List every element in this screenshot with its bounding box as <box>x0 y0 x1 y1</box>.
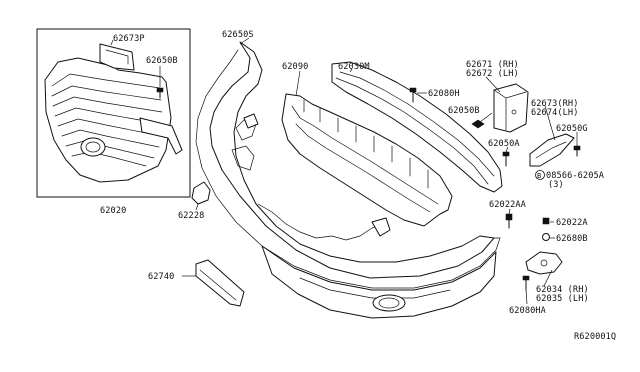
label-62680B: 62680B <box>556 234 588 244</box>
lower-deflector <box>195 259 245 307</box>
grille-inset-frame <box>36 28 191 198</box>
label-62050B: 62050B <box>448 106 480 116</box>
label-62034-rh: 62034 (RH) <box>536 285 589 295</box>
label-62673P: 62673P <box>113 34 145 44</box>
label-62650B-grille: 62650B <box>146 56 178 66</box>
label-62673-rh: 62673(RH) <box>531 99 578 109</box>
label-62740: 62740 <box>148 272 174 282</box>
front-grille <box>44 57 172 183</box>
fascia-side-bracket <box>502 133 581 167</box>
fascia-lower-lip <box>261 245 497 319</box>
label-62050A: 62050A <box>488 139 520 149</box>
side-bracket <box>471 83 529 133</box>
energy-absorber <box>281 93 453 227</box>
bolt-circle-marker <box>535 170 545 180</box>
label-62672-lh: 62672 (LH) <box>466 69 519 79</box>
label-62030M: 62030M <box>338 62 370 72</box>
label-62080HA: 62080HA <box>509 306 547 316</box>
grille-assembly <box>36 28 191 198</box>
label-62080H: 62080H <box>428 89 460 99</box>
label-62674-lh: 62674(LH) <box>531 108 578 118</box>
label-08566-marker: B <box>537 172 541 180</box>
reference-code: R620001Q <box>574 332 616 342</box>
label-62228: 62228 <box>178 211 204 221</box>
leader-lines <box>182 37 578 305</box>
label-62022AA: 62022AA <box>489 200 527 210</box>
part-labels: 62673P 62650B 62020 62650S 62090 62030M … <box>100 30 616 342</box>
label-62035-lh: 62035 (LH) <box>536 294 589 304</box>
label-62090: 62090 <box>282 62 308 72</box>
label-62671-rh: 62671 (RH) <box>466 60 519 70</box>
front-bumper-fascia <box>195 41 501 319</box>
label-08566-6205A: 08566-6205A <box>546 171 605 181</box>
grille-emblem <box>80 137 106 157</box>
bumper-reinforcement <box>331 61 503 193</box>
label-08566-qty: (3) <box>548 180 564 190</box>
label-62020: 62020 <box>100 206 126 216</box>
lower-right-parts <box>505 213 563 291</box>
tow-hook-cover <box>191 181 211 205</box>
label-62650S: 62650S <box>222 30 254 40</box>
fog-lamp-pocket <box>372 294 406 312</box>
label-62022A: 62022A <box>556 218 588 228</box>
label-62050G: 62050G <box>556 124 588 134</box>
